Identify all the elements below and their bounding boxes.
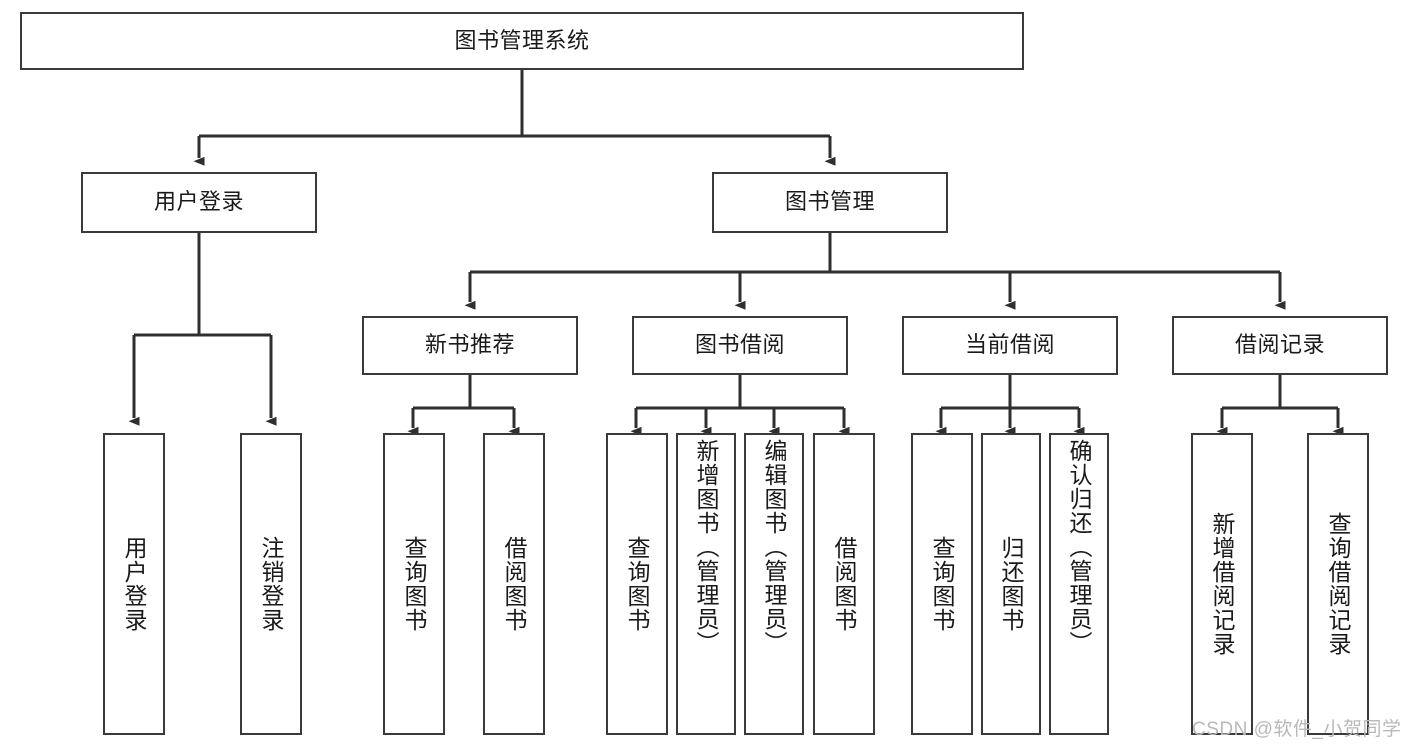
node-leaf-return-book[interactable]: 归还图书 (981, 433, 1041, 735)
node-leaf-borrow-book-2[interactable]: 借阅图书 (813, 433, 875, 735)
node-leaf-user-login[interactable]: 用户登录 (103, 433, 165, 735)
node-leaf-query-book-3-label: 查询图书 (929, 536, 956, 632)
node-leaf-logout[interactable]: 注销登录 (240, 433, 302, 735)
node-leaf-confirm-return[interactable]: 确认归还（管理员） (1049, 433, 1109, 735)
node-leaf-query-book-1-label: 查询图书 (401, 536, 428, 632)
node-leaf-edit-book-label: 编辑图书（管理员） (761, 439, 788, 655)
node-leaf-user-login-label: 用户登录 (121, 536, 148, 632)
node-root-label: 图书管理系统 (454, 27, 590, 53)
node-root[interactable]: 图书管理系统 (20, 12, 1024, 70)
node-leaf-confirm-return-label: 确认归还（管理员） (1066, 439, 1093, 655)
node-leaf-query-record-label: 查询借阅记录 (1325, 512, 1352, 656)
node-leaf-query-book-1[interactable]: 查询图书 (383, 433, 445, 735)
node-user-login-label: 用户登录 (153, 189, 244, 215)
node-leaf-return-book-label: 归还图书 (998, 536, 1025, 632)
node-leaf-borrow-book-2-label: 借阅图书 (831, 536, 858, 632)
node-new-book-recommend-label: 新书推荐 (424, 332, 515, 358)
node-user-login[interactable]: 用户登录 (81, 172, 317, 233)
node-book-manage[interactable]: 图书管理 (712, 172, 948, 233)
node-leaf-add-record[interactable]: 新增借阅记录 (1191, 433, 1253, 735)
node-borrow-record-label: 借阅记录 (1234, 332, 1325, 358)
node-leaf-logout-label: 注销登录 (258, 536, 285, 632)
node-leaf-add-book-label: 新增图书（管理员） (693, 439, 720, 655)
node-book-borrow[interactable]: 图书借阅 (632, 316, 848, 375)
node-book-borrow-label: 图书借阅 (694, 332, 785, 358)
node-leaf-add-record-label: 新增借阅记录 (1209, 512, 1236, 656)
watermark: CSDN @软件_小贺同学 (1192, 719, 1402, 740)
node-leaf-add-book[interactable]: 新增图书（管理员） (676, 433, 736, 735)
node-current-borrow[interactable]: 当前借阅 (902, 316, 1118, 375)
node-borrow-record[interactable]: 借阅记录 (1172, 316, 1388, 375)
node-leaf-edit-book[interactable]: 编辑图书（管理员） (744, 433, 804, 735)
node-leaf-borrow-book-1[interactable]: 借阅图书 (483, 433, 545, 735)
node-leaf-query-book-2-label: 查询图书 (624, 536, 651, 632)
node-leaf-query-record[interactable]: 查询借阅记录 (1307, 433, 1369, 735)
node-leaf-query-book-2[interactable]: 查询图书 (606, 433, 668, 735)
node-leaf-query-book-3[interactable]: 查询图书 (911, 433, 973, 735)
node-leaf-borrow-book-1-label: 借阅图书 (501, 536, 528, 632)
node-new-book-recommend[interactable]: 新书推荐 (362, 316, 578, 375)
node-book-manage-label: 图书管理 (784, 189, 875, 215)
node-current-borrow-label: 当前借阅 (964, 332, 1055, 358)
